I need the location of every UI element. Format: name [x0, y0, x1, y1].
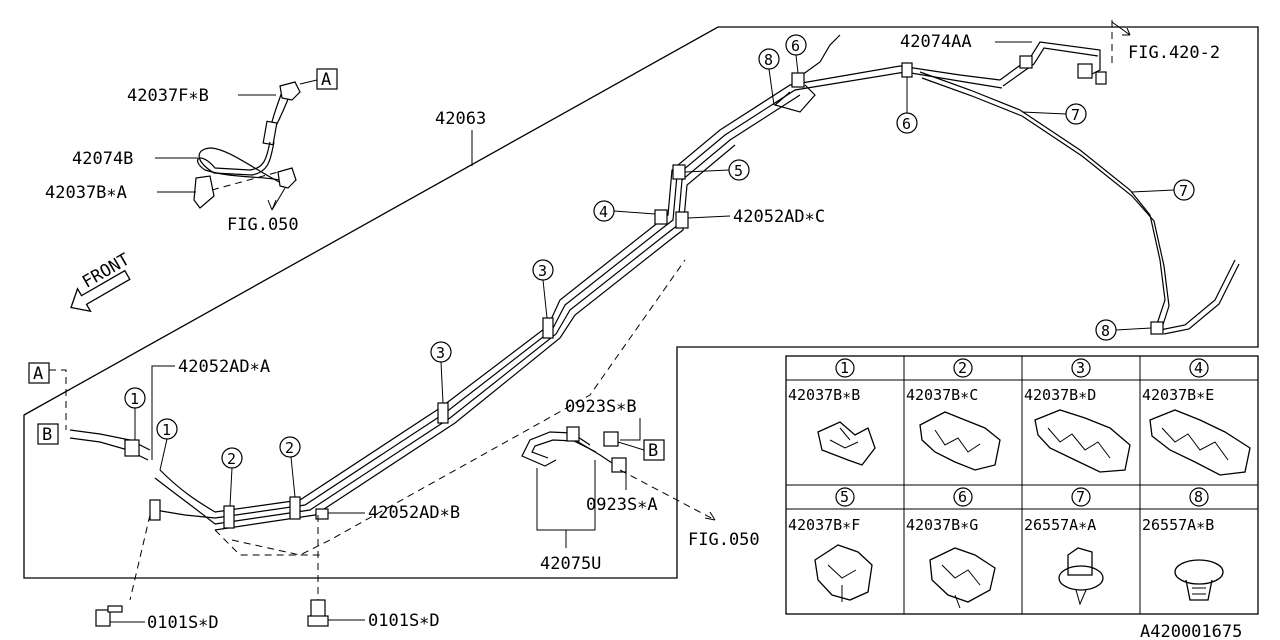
label-42074AA: 42074AA [900, 32, 972, 52]
ref-box-a-left [28, 362, 50, 384]
callout-6a: 6 [785, 34, 807, 74]
ref-label-b-right: B [648, 441, 658, 461]
callout-7a: 7 [1021, 103, 1087, 125]
svg-text:1: 1 [130, 390, 139, 408]
callout-7b: 7 [1131, 179, 1195, 201]
callout-5: 5 [684, 159, 750, 181]
ref-label-b-left: B [42, 425, 52, 445]
diagram-id: A420001675 [1140, 622, 1242, 640]
label-0923S-A: 0923S∗A [586, 495, 658, 515]
svg-text:6: 6 [958, 488, 967, 506]
filler-hose-group [193, 81, 301, 211]
ref-box-a-top [316, 68, 338, 90]
svg-text:3: 3 [436, 344, 445, 362]
bolt-left [95, 514, 151, 627]
svg-text:5: 5 [840, 488, 849, 506]
callout-8b: 8 [1095, 319, 1152, 341]
label-42063: 42063 [435, 109, 486, 129]
legend-cell-2: 2 42037B∗C [906, 358, 1001, 471]
svg-text:8: 8 [1194, 488, 1203, 506]
label-42052AD-C: 42052AD∗C [733, 207, 825, 227]
svg-text:1: 1 [162, 421, 171, 439]
ref-box-b-right [643, 439, 665, 461]
label-42037B-A: 42037B∗A [45, 183, 127, 203]
ref-label-a-top: A [321, 70, 331, 90]
label-fig050-top: FIG.050 [227, 215, 299, 235]
callout-3b: 3 [532, 259, 554, 319]
callout-2b: 2 [279, 436, 301, 498]
callout-1a: 1 [124, 387, 146, 440]
legend-cell-4: 4 42037B∗E [1142, 358, 1251, 476]
hose-42075U [521, 418, 716, 548]
svg-text:42037B∗D: 42037B∗D [1024, 386, 1096, 404]
legend-cell-1: 1 42037B∗B [788, 358, 876, 466]
label-42052AD-A: 42052AD∗A [178, 357, 270, 377]
legend-cell-8: 8 26557A∗B [1142, 487, 1224, 601]
svg-text:6: 6 [791, 37, 800, 55]
ref-label-a-left: A [33, 364, 43, 384]
svg-text:7: 7 [1076, 488, 1085, 506]
callout-2a: 2 [221, 447, 243, 507]
svg-text:2: 2 [227, 450, 236, 468]
svg-text:7: 7 [1179, 182, 1188, 200]
label-0101S-D-right: 0101S∗D [368, 611, 440, 631]
svg-text:42037B∗B: 42037B∗B [788, 386, 860, 404]
legend-cell-6: 6 42037B∗G [906, 487, 996, 609]
svg-text:4: 4 [1194, 359, 1203, 377]
assembly-frame [23, 26, 1259, 579]
label-42074B: 42074B [72, 149, 133, 169]
svg-text:2: 2 [958, 359, 967, 377]
clip-legend-table: 1 42037B∗B 2 42037B∗C 3 42037B∗D 4 42037… [785, 355, 1259, 615]
front-label: FRONT [79, 250, 133, 293]
svg-text:26557A∗A: 26557A∗A [1024, 516, 1096, 534]
label-0923S-B: 0923S∗B [565, 397, 637, 417]
label-42037F-B: 42037F∗B [127, 86, 209, 106]
svg-text:8: 8 [764, 51, 773, 69]
label-42075U: 42075U [540, 554, 601, 574]
svg-text:2: 2 [285, 439, 294, 457]
label-fig420-2: FIG.420-2 [1128, 43, 1220, 63]
callout-6b: 6 [896, 77, 918, 134]
svg-text:42037B∗E: 42037B∗E [1142, 386, 1214, 404]
legend-cell-5: 5 42037B∗F [788, 487, 873, 602]
svg-text:7: 7 [1071, 106, 1080, 124]
svg-text:3: 3 [1076, 359, 1085, 377]
legend-cell-7: 7 26557A∗A [1024, 487, 1104, 606]
svg-text:42037B∗G: 42037B∗G [906, 516, 978, 534]
label-0101S-D-left: 0101S∗D [147, 613, 219, 633]
callout-3a: 3 [430, 341, 452, 404]
svg-text:8: 8 [1101, 322, 1110, 340]
svg-text:26557A∗B: 26557A∗B [1142, 516, 1214, 534]
callout-4: 4 [593, 200, 656, 222]
svg-text:42037B∗F: 42037B∗F [788, 516, 860, 534]
line-clips [124, 55, 1164, 529]
legend-cell-3: 3 42037B∗D [1024, 358, 1131, 473]
svg-text:1: 1 [840, 359, 849, 377]
label-fig050-bottom: FIG.050 [688, 530, 760, 550]
callout-1b: 1 [156, 418, 178, 471]
ref-box-b-left [37, 423, 59, 445]
callout-8a: 8 [758, 48, 780, 106]
svg-text:4: 4 [599, 203, 608, 221]
svg-text:6: 6 [902, 115, 911, 133]
svg-text:5: 5 [734, 162, 743, 180]
main-fuel-lines [69, 34, 1240, 556]
front-arrow: FRONT [70, 250, 133, 313]
svg-text:3: 3 [538, 262, 547, 280]
label-42052AD-B: 42052AD∗B [368, 503, 460, 523]
svg-text:42037B∗C: 42037B∗C [906, 386, 978, 404]
bolt-right [307, 515, 365, 627]
